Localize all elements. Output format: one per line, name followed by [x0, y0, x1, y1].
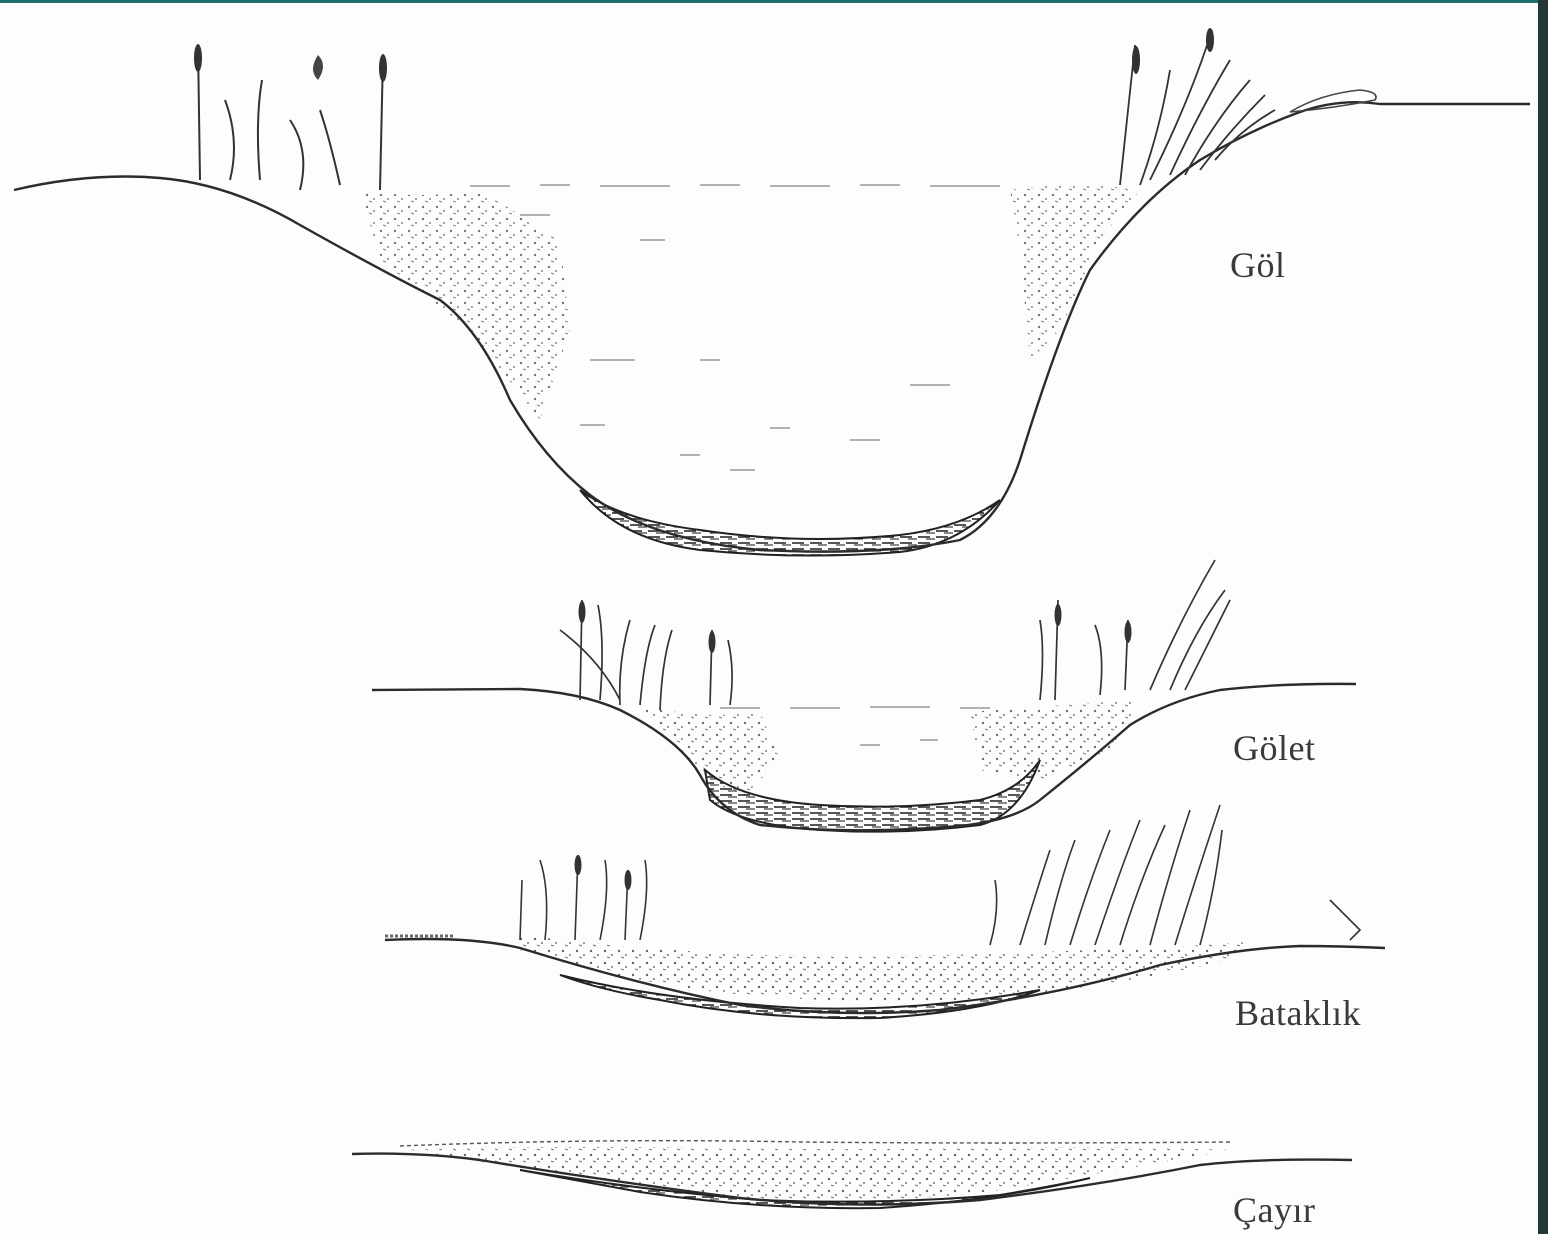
- meadow-cross-section: [352, 1141, 1352, 1209]
- label-golet: Gölet: [1233, 727, 1315, 769]
- label-gol: Göl: [1230, 244, 1286, 286]
- marsh-cross-section: [385, 805, 1385, 1018]
- label-cayir: Çayır: [1233, 1189, 1315, 1231]
- label-bataklik: Bataklık: [1235, 992, 1361, 1034]
- right-frame-bar: [1538, 0, 1548, 1234]
- lake-cross-section: [14, 28, 1530, 556]
- pond-cross-section: [372, 560, 1356, 832]
